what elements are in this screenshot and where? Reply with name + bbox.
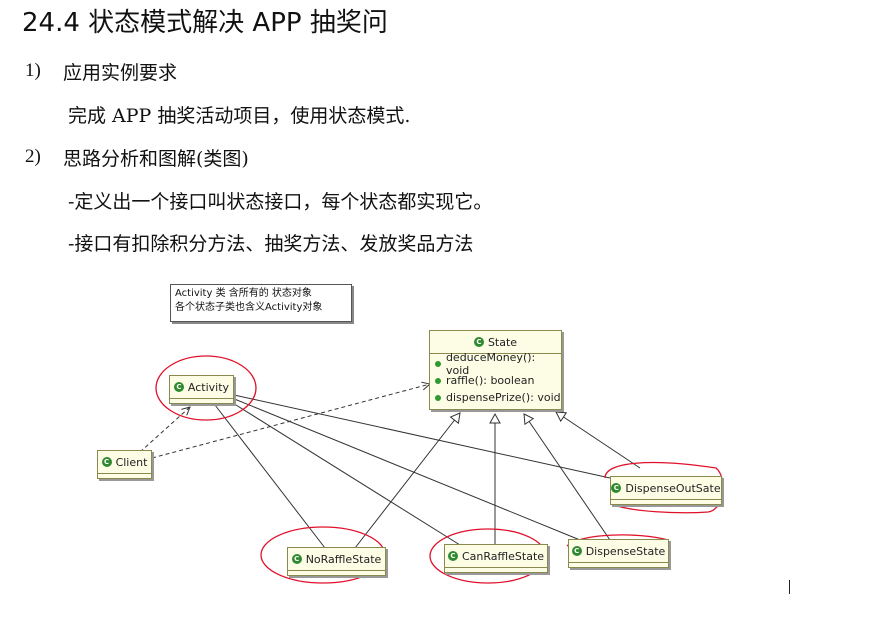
dispenseoutstate-class-name: DispenseOutSate <box>625 481 721 495</box>
section-2-title: 思路分析和图解(类图) <box>63 148 249 170</box>
activity-dispenseoutstate-assoc <box>233 394 611 479</box>
canrafflestate-class-name: CanRaffleState <box>461 549 545 563</box>
section-2-line-2: -接口有扣除积分方法、抽奖方法、发放奖品方法 <box>68 233 474 255</box>
list-number-2: 2) <box>25 146 41 167</box>
method-row: dispensePrize(): void <box>430 389 561 406</box>
method-row: deduceMoney(): void <box>430 351 561 377</box>
section-1-body: 完成 APP 抽奖活动项目，使用状态模式. <box>68 105 411 127</box>
state-interface-name: State <box>487 335 518 349</box>
method-dispense-prize: dispensePrize(): void <box>446 391 561 404</box>
method-raffle: raffle(): boolean <box>446 374 535 387</box>
method-icon <box>435 394 441 401</box>
interface-icon: C <box>473 337 484 347</box>
dispensestate-class-name: DispenseState <box>585 544 666 558</box>
state-interface-box: C State deduceMoney(): void raffle(): bo… <box>429 330 562 410</box>
state-interface-header: C State <box>430 331 561 353</box>
client-activity-dependency <box>139 407 190 453</box>
dispensestate-implements-state <box>523 413 611 541</box>
section-2-line-1: -定义出一个接口叫状态接口，每个状态都实现它。 <box>68 191 493 213</box>
note-line-2: 各个状态子类也含义Activity对象 <box>175 302 323 313</box>
activity-dispensestate-assoc <box>231 397 581 541</box>
list-number-1: 1) <box>25 60 41 81</box>
norafflestate-class-name: NoRaffleState <box>305 552 382 566</box>
class-icon: C <box>611 483 622 493</box>
state-methods: deduceMoney(): void raffle(): boolean di… <box>430 351 561 406</box>
dispenseoutstate-implements-state <box>555 411 641 469</box>
class-icon: C <box>101 457 112 467</box>
note-line-1: Activity 类 含所有的 状态对象 <box>175 288 312 299</box>
activity-class-name: Activity <box>187 380 230 394</box>
text-cursor <box>789 580 790 594</box>
class-icon: C <box>291 554 302 564</box>
section-1-title: 应用实例要求 <box>63 62 178 84</box>
method-deduce-money: deduceMoney(): void <box>445 350 536 377</box>
dispenseoutstate-highlight-stroke <box>604 461 724 514</box>
activity-highlight-circle <box>155 355 257 421</box>
client-class-name: Client <box>115 455 148 469</box>
client-state-dependency <box>151 384 430 459</box>
activity-canrafflestate-assoc <box>227 399 461 546</box>
class-icon: C <box>571 546 582 556</box>
section-heading: 24.4 状态模式解决 APP 抽奖问 <box>22 8 388 38</box>
method-icon <box>435 377 441 384</box>
class-icon: C <box>173 382 184 392</box>
method-icon <box>435 360 441 367</box>
method-row: raffle(): boolean <box>430 372 561 389</box>
class-icon: C <box>447 551 458 561</box>
norafflestate-implements-state <box>354 412 461 549</box>
activity-norafflestate-assoc <box>214 404 326 549</box>
diagram-note: Activity 类 含所有的 状态对象 各个状态子类也含义Activity对象 <box>170 284 352 322</box>
